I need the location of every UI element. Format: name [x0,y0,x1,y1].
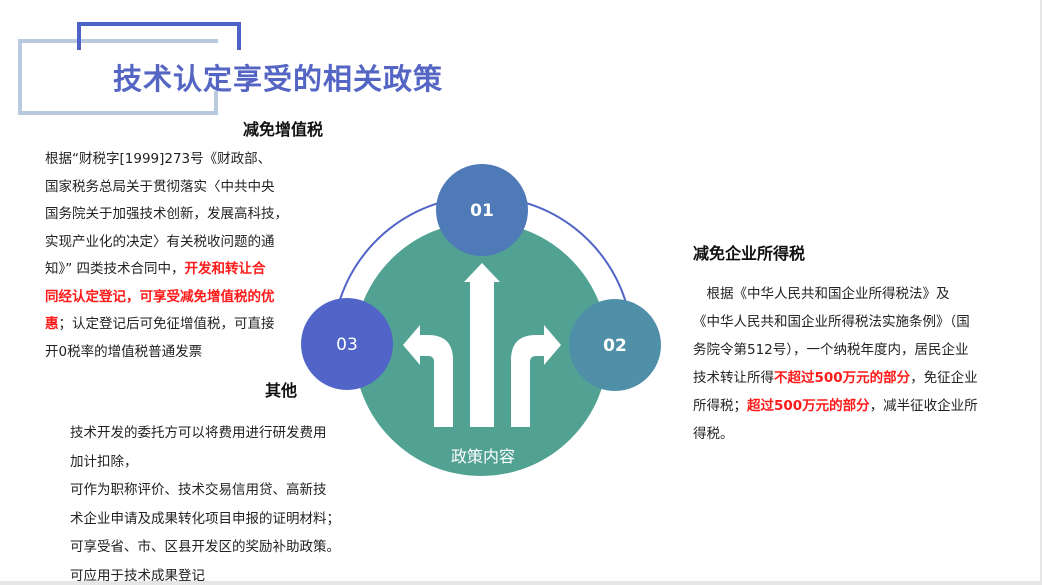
text-run: 实现产业化的决定〉有关税收问题的通 [45,233,275,250]
text-run: 技术开发的委托方可以将费用进行研发费用 [70,425,327,441]
text-line: 技术开发的委托方可以将费用进行研发费用 [70,419,340,448]
node-01-circle [436,164,528,256]
text-line: 根据“财税字[1999]273号《财政部、 [45,146,288,174]
text-line: 实现产业化的决定〉有关税收问题的通 [45,229,288,257]
text-line: 可应用于技术成果登记 [70,562,340,582]
vat-heading: 减免增值税 [243,120,324,139]
text-run: ；认定登记后可免征增值税，可直接 [58,316,275,332]
other-paragraph: 技术开发的委托方可以将费用进行研发费用加计扣除， 可作为职称评价、技术交易信用贷、… [70,419,340,581]
text-run: 《中华人民共和国企业所得税法实施条例》（国 [693,314,970,330]
highlighted-text: 同经认定登记，可享受减免增值税的优 [45,288,275,305]
text-line: 惠；认定登记后可免征增值税，可直接 [45,311,288,339]
text-line: 得税。 [693,420,978,448]
text-line: 国务院关于加强技术创新，发展高科技， [45,201,288,229]
text-line: 可作为职称评价、技术交易信用贷、高新技 [70,476,340,505]
text-run: 根据“财税字[1999]273号《财政部、 [45,151,272,167]
text-run: 可应用于技术成果登记 [70,567,205,582]
text-run: 开0税率的增值税普通发票 [45,343,203,360]
text-line: 知》” 四类技术合同中，开发和转让合 [45,256,288,284]
node-01-label: 01 [470,201,494,221]
text-line: 可享受省、市、区县开发区的奖励补助政策。 [70,533,340,562]
text-line: 开0税率的增值税普通发票 [45,339,288,367]
text-run: 可作为职称评价、技术交易信用贷、高新技 [70,482,327,498]
center-label: 政策内容 [450,447,516,466]
text-run: 技术转让所得 [693,370,774,386]
text-line: 《中华人民共和国企业所得税法实施条例》（国 [693,308,978,336]
text-run: ，免征企业 [910,370,978,386]
vat-paragraph: 根据“财税字[1999]273号《财政部、国家税务总局关于贯彻落实〈中共中央国务… [45,146,288,366]
highlighted-text: 惠 [45,316,59,332]
text-line: 所得税；超过500万元的部分，减半征收企业所 [693,392,978,420]
text-line: 根据《中华人民共和国企业所得税法》及 [693,280,978,308]
text-run: 务院令第512号），一个纳税年度内，居民企业 [693,342,969,358]
text-line: 同经认定登记，可享受减免增值税的优 [45,284,288,312]
text-run: 知》” 四类技术合同中， [45,261,185,277]
text-run: 所得税； [693,398,747,414]
node-02-label: 02 [603,336,627,356]
title-frame-back [18,39,218,115]
text-run: 得税。 [693,426,734,442]
other-heading: 其他 [265,381,298,400]
text-run: 国家税务总局关于贯彻落实〈中共中央 [45,178,275,195]
highlighted-text: 超过500万元的部分 [747,398,870,414]
node-03-label: 03 [336,335,358,355]
highlighted-text: 不超过500万元的部分 [774,370,911,386]
text-run: 可享受省、市、区县开发区的奖励补助政策。 [70,539,340,555]
text-run: 根据《中华人民共和国企业所得税法》及 [693,286,950,302]
node-02-circle [569,299,661,391]
text-run: ，减半征收企业所 [869,398,978,414]
text-line: 国家税务总局关于贯彻落实〈中共中央 [45,174,288,202]
title-frame-back-tail [214,91,218,111]
text-line: 务院令第512号），一个纳税年度内，居民企业 [693,336,978,364]
text-run: 国务院关于加强技术创新，发展高科技， [45,206,288,222]
node-03-circle [301,298,393,390]
text-run: 加计扣除， [70,453,138,470]
text-run: 术企业申请及成果转化项目申报的证明材料； [70,510,340,527]
page-title: 技术认定享受的相关政策 [113,62,444,96]
income-tax-paragraph: 根据《中华人民共和国企业所得税法》及《中华人民共和国企业所得税法实施条例》（国务… [693,280,978,448]
income-tax-heading: 减免企业所得税 [693,244,806,263]
text-line: 术企业申请及成果转化项目申报的证明材料； [70,505,340,534]
branching-arrows-icon [403,263,561,427]
highlighted-text: 开发和转让合 [184,261,266,277]
text-line: 技术转让所得不超过500万元的部分，免征企业 [693,364,978,392]
text-line: 加计扣除， [70,448,340,477]
title-frame-front [77,22,241,50]
